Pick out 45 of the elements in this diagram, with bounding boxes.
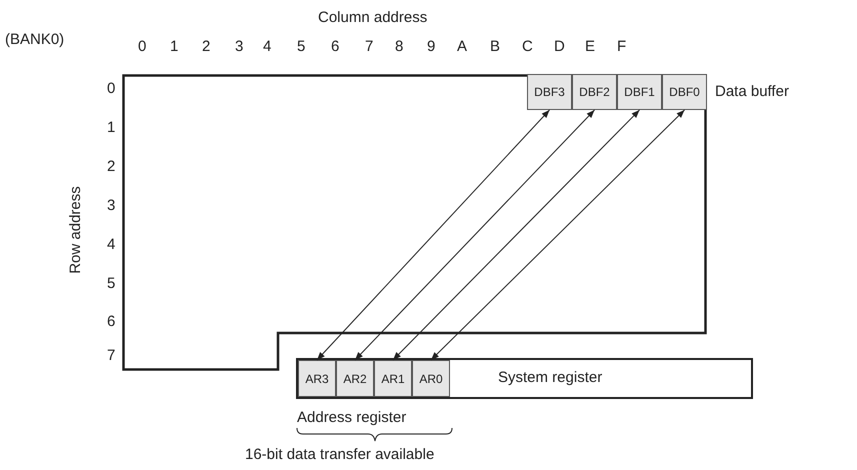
data-buffer-cell: DBF2 [572,74,617,110]
row-number: 4 [107,236,116,254]
column-number: 7 [365,38,374,56]
data-buffer-cell: DBF1 [617,74,662,110]
row-number: 2 [107,158,116,176]
address-register-cell: AR2 [336,360,374,397]
double-arrow [316,110,550,360]
column-number: 1 [170,38,178,56]
column-number: 8 [395,38,404,56]
column-number: D [554,38,565,56]
row-number: 3 [107,197,116,215]
double-arrow [392,110,640,360]
column-number: 3 [235,38,244,56]
data-buffer-cell: DBF0 [662,74,707,110]
row-number: 1 [107,119,116,137]
register-name: System register [498,369,602,386]
column-number: 6 [331,38,340,56]
row-number: 6 [107,313,116,331]
column-number: 9 [427,38,436,56]
register-label: Address register [297,409,406,427]
column-number: 5 [297,38,306,56]
axis-title: Column address [318,9,428,27]
address-register-cell: AR1 [374,360,412,397]
address-register-cell: AR3 [298,360,336,397]
buffer-label: Data buffer [715,83,789,101]
column-number: 4 [263,38,272,56]
column-number: C [522,38,533,56]
memory-map-outline [122,74,707,371]
column-number: B [490,38,500,56]
double-arrow [430,110,685,360]
column-number: 2 [202,38,210,56]
column-number: E [585,38,596,56]
row-number: 0 [107,80,116,98]
axis-title: Row address [67,185,85,276]
column-number: F [617,38,626,56]
system-register-bar [296,358,753,399]
bank-label: (BANK0) [5,31,64,49]
double-arrow [354,110,595,360]
row-number: 7 [107,347,116,365]
note-text: 16-bit data transfer available [245,446,434,464]
data-buffer-cell: DBF3 [527,74,572,110]
column-number: 0 [138,38,146,56]
address-register-cell: AR0 [412,360,450,397]
row-number: 5 [107,275,116,293]
column-number: A [457,38,468,56]
